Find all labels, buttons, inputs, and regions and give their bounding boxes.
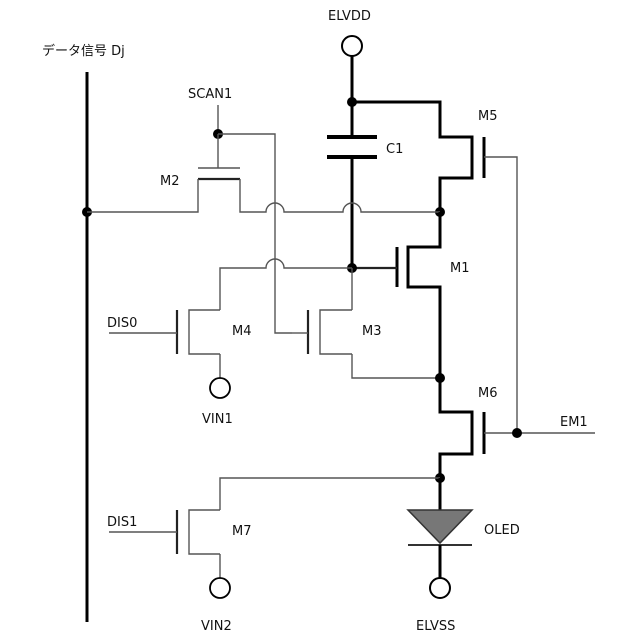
m1-gate-to-m4 [220,259,352,310]
elvdd-terminal [342,36,362,56]
elvss-terminal [430,578,450,598]
node-em1 [512,428,522,438]
m3-source-wire [352,354,440,378]
label-dis1: DIS1 [107,515,137,530]
m4-channel [189,310,220,354]
label-elvdd: ELVDD [328,9,371,24]
m6-channel [440,378,472,478]
label-vin2: VIN2 [201,619,232,634]
oled-diode [408,510,472,543]
label-scan1: SCAN1 [188,87,232,102]
label-m3: M3 [362,324,382,339]
label-m4: M4 [232,324,252,339]
anode-to-m7 [220,478,440,510]
label-oled: OLED [484,523,520,538]
scan1-to-m3-gate [218,134,292,333]
label-vin1: VIN1 [202,412,233,427]
m1-channel [408,212,440,378]
label-elvss: ELVSS [416,619,455,634]
label-c1: C1 [386,142,403,157]
label-dis0: DIS0 [107,316,137,331]
m2-source-wire [87,179,198,212]
label-m1: M1 [450,261,470,276]
m7-channel [189,510,220,554]
vin1-terminal [210,378,230,398]
label-m7: M7 [232,524,252,539]
label-m5: M5 [478,109,498,124]
label-m2: M2 [160,174,180,189]
m3-channel [320,310,352,354]
m2-drain-wire [240,179,440,212]
label-em1: EM1 [560,415,588,430]
label-m6: M6 [478,386,498,401]
vin2-terminal [210,578,230,598]
label-data-line: データ信号 Dj [42,43,125,59]
